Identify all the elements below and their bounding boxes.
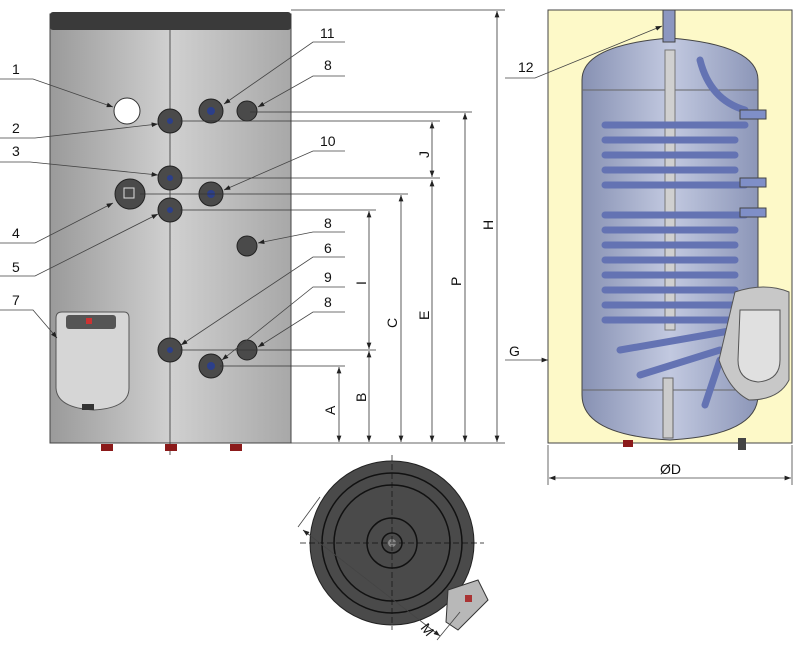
callout-1: 1 — [12, 61, 20, 77]
feet — [101, 444, 242, 451]
dim-D: ØD — [660, 461, 681, 477]
port-1-flange — [113, 97, 141, 125]
dim-P: P — [448, 277, 464, 286]
dim-B: B — [353, 393, 369, 402]
callout-8-mid: 8 — [324, 215, 332, 231]
callout-5: 5 — [12, 259, 20, 275]
dim-G: G — [509, 343, 520, 359]
callout-2: 2 — [12, 120, 20, 136]
dim-J: J — [416, 151, 432, 158]
dim-I: I — [353, 281, 369, 285]
bottom-controller — [445, 579, 489, 631]
anode-outlet — [662, 9, 676, 43]
callout-12: 12 — [518, 59, 534, 75]
dim-M: M — [418, 620, 438, 639]
controller-box — [55, 311, 130, 411]
dim-H: H — [480, 220, 496, 230]
tank-top-cap — [50, 12, 291, 30]
callout-9: 9 — [324, 269, 332, 285]
callout-8-top: 8 — [324, 57, 332, 73]
section-view: 12 G ØD — [505, 9, 793, 485]
callout-8-low: 8 — [324, 294, 332, 310]
anode-rod — [664, 49, 676, 331]
callout-11: 11 — [320, 25, 335, 41]
callout-6: 6 — [324, 240, 332, 256]
dim-A: A — [322, 405, 338, 415]
callout-7: 7 — [12, 292, 20, 308]
dim-C: C — [384, 318, 400, 328]
callout-3: 3 — [12, 143, 20, 159]
callout-10: 10 — [320, 133, 336, 149]
top-view: M — [297, 455, 489, 641]
front-view: 1 2 3 4 5 7 11 8 10 8 6 9 8 H P E — [0, 9, 505, 455]
callout-4: 4 — [12, 225, 20, 241]
dim-E: E — [416, 311, 432, 320]
coils — [601, 56, 749, 409]
